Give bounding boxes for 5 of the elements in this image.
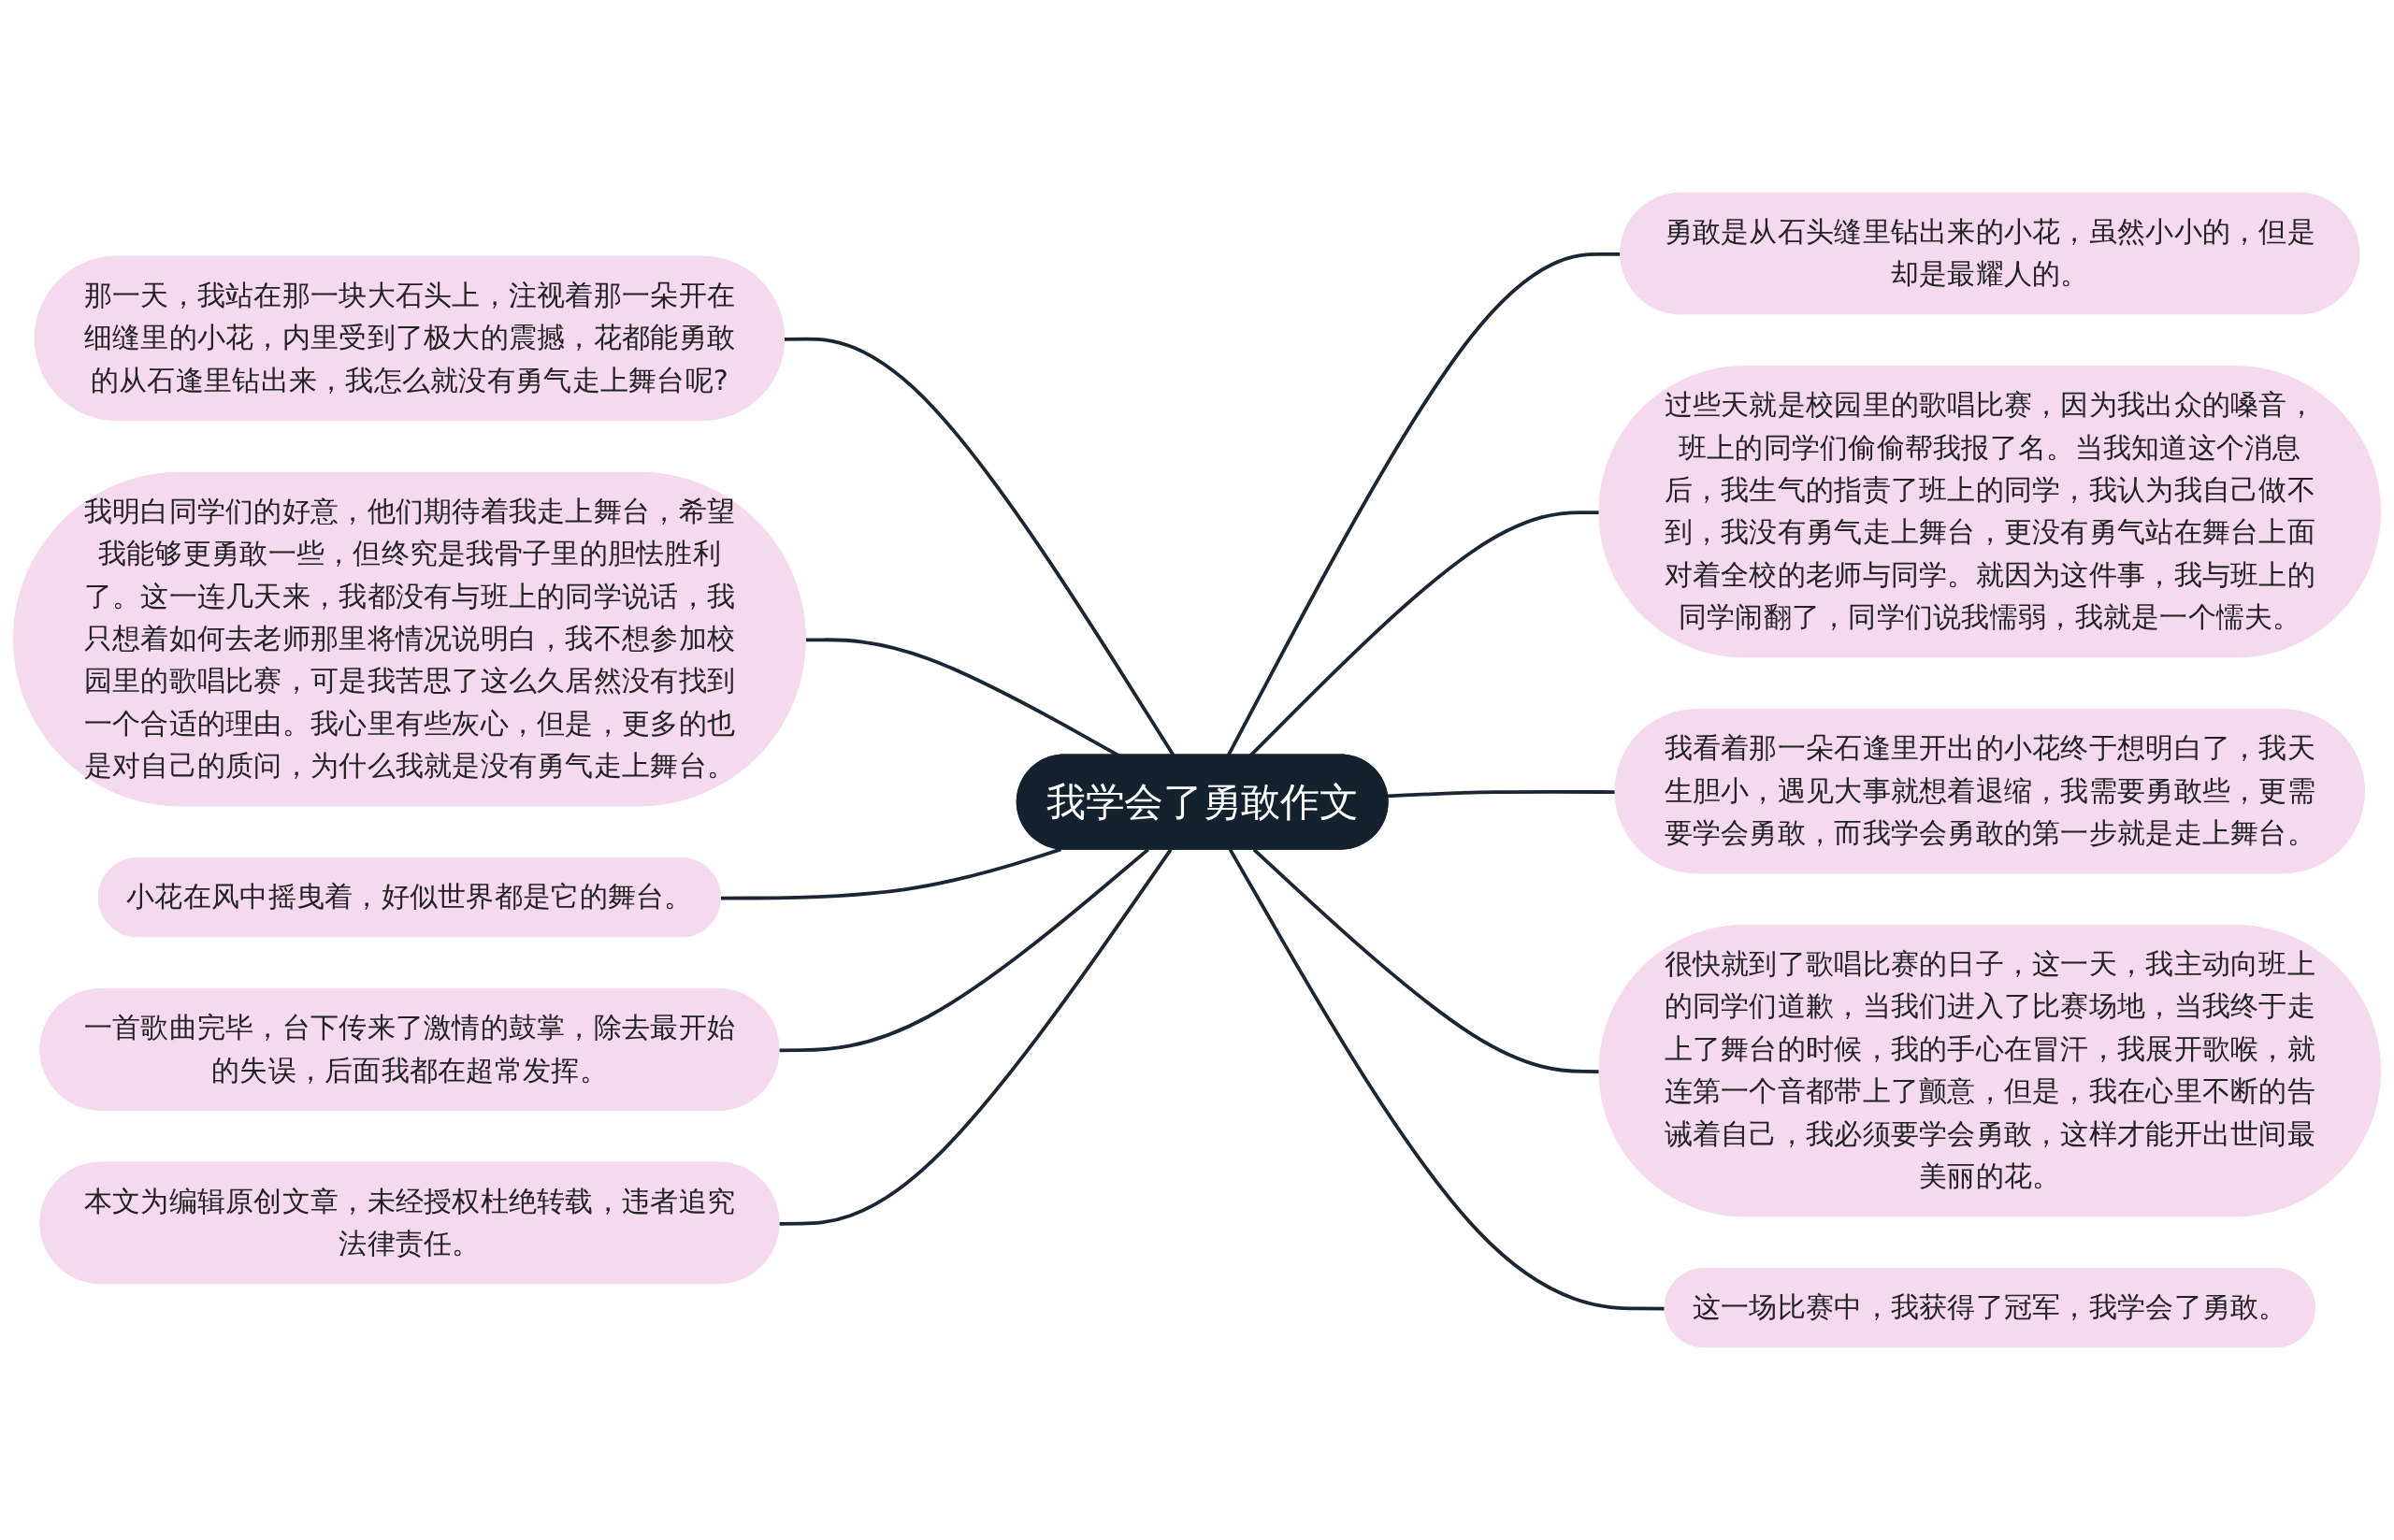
connector bbox=[1252, 848, 1601, 1073]
connector bbox=[779, 848, 1173, 1226]
connector bbox=[1228, 848, 1666, 1311]
connector bbox=[779, 848, 1149, 1053]
connector bbox=[720, 847, 1061, 900]
